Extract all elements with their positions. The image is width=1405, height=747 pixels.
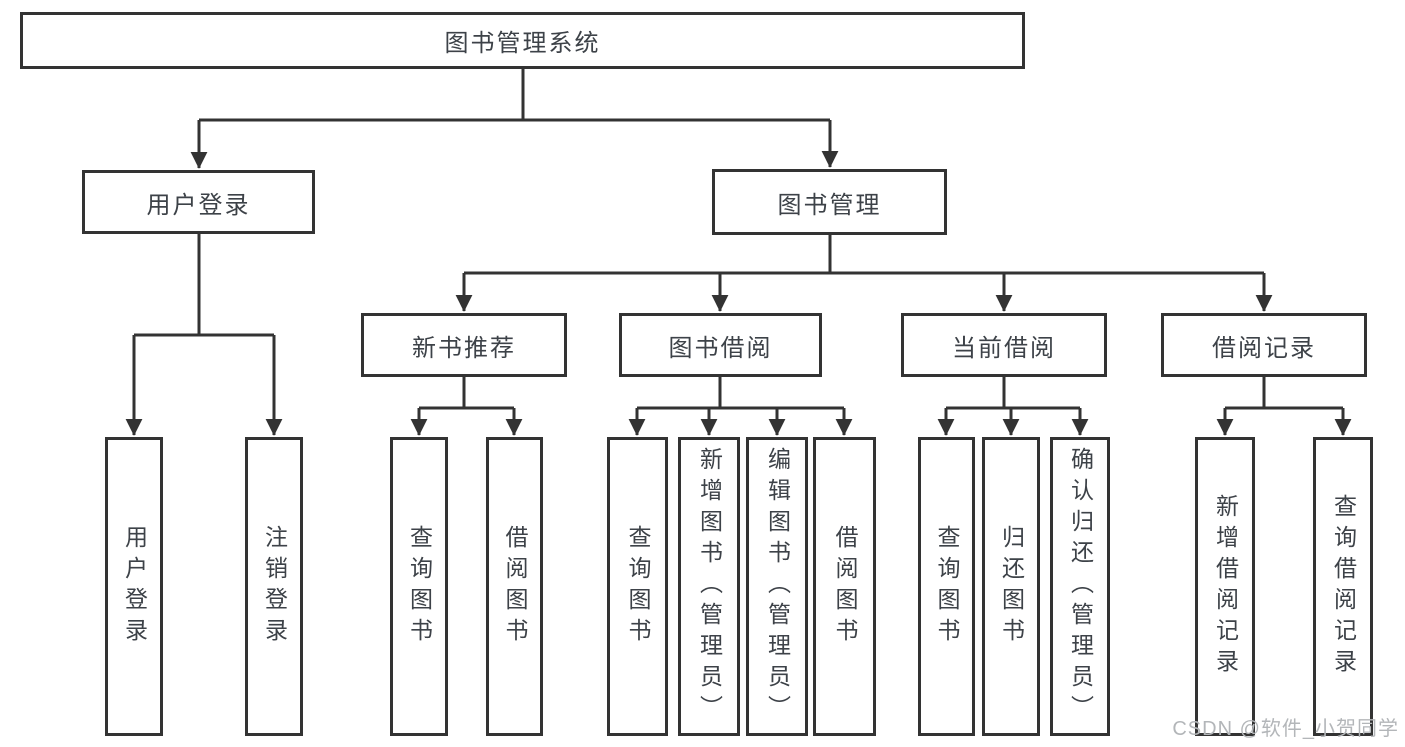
node-br-query-record: 查询借阅记录 [1313, 437, 1373, 736]
node-user-login: 用户登录 [82, 170, 315, 234]
node-logout-action: 注销登录 [245, 437, 303, 736]
node-cb-query-books: 查询图书 [918, 437, 975, 736]
node-bb-query-books: 查询图书 [607, 437, 668, 736]
node-user-login-action: 用户登录 [105, 437, 163, 736]
connector-buses [134, 69, 1343, 410]
node-book-management: 图书管理 [712, 169, 947, 235]
csdn-watermark: CSDN @软件_小贺同学 [1172, 718, 1399, 740]
node-br-add-record: 新增借阅记录 [1195, 437, 1255, 736]
node-nbr-query-books: 查询图书 [390, 437, 448, 736]
node-root-title: 图书管理系统 [20, 12, 1025, 69]
node-cb-confirm-return-admin: 确认归还（管理员） [1050, 437, 1110, 736]
node-bb-borrow-books: 借阅图书 [813, 437, 876, 736]
node-cb-return-books: 归还图书 [982, 437, 1040, 736]
node-current-borrow: 当前借阅 [901, 313, 1107, 377]
node-borrow-records: 借阅记录 [1161, 313, 1367, 377]
node-bb-add-books-admin: 新增图书（管理员） [678, 437, 740, 736]
node-new-book-recommend: 新书推荐 [361, 313, 567, 377]
node-bb-edit-books-admin: 编辑图书（管理员） [746, 437, 808, 736]
node-book-borrow: 图书借阅 [619, 313, 822, 377]
node-nbr-borrow-books: 借阅图书 [486, 437, 543, 736]
